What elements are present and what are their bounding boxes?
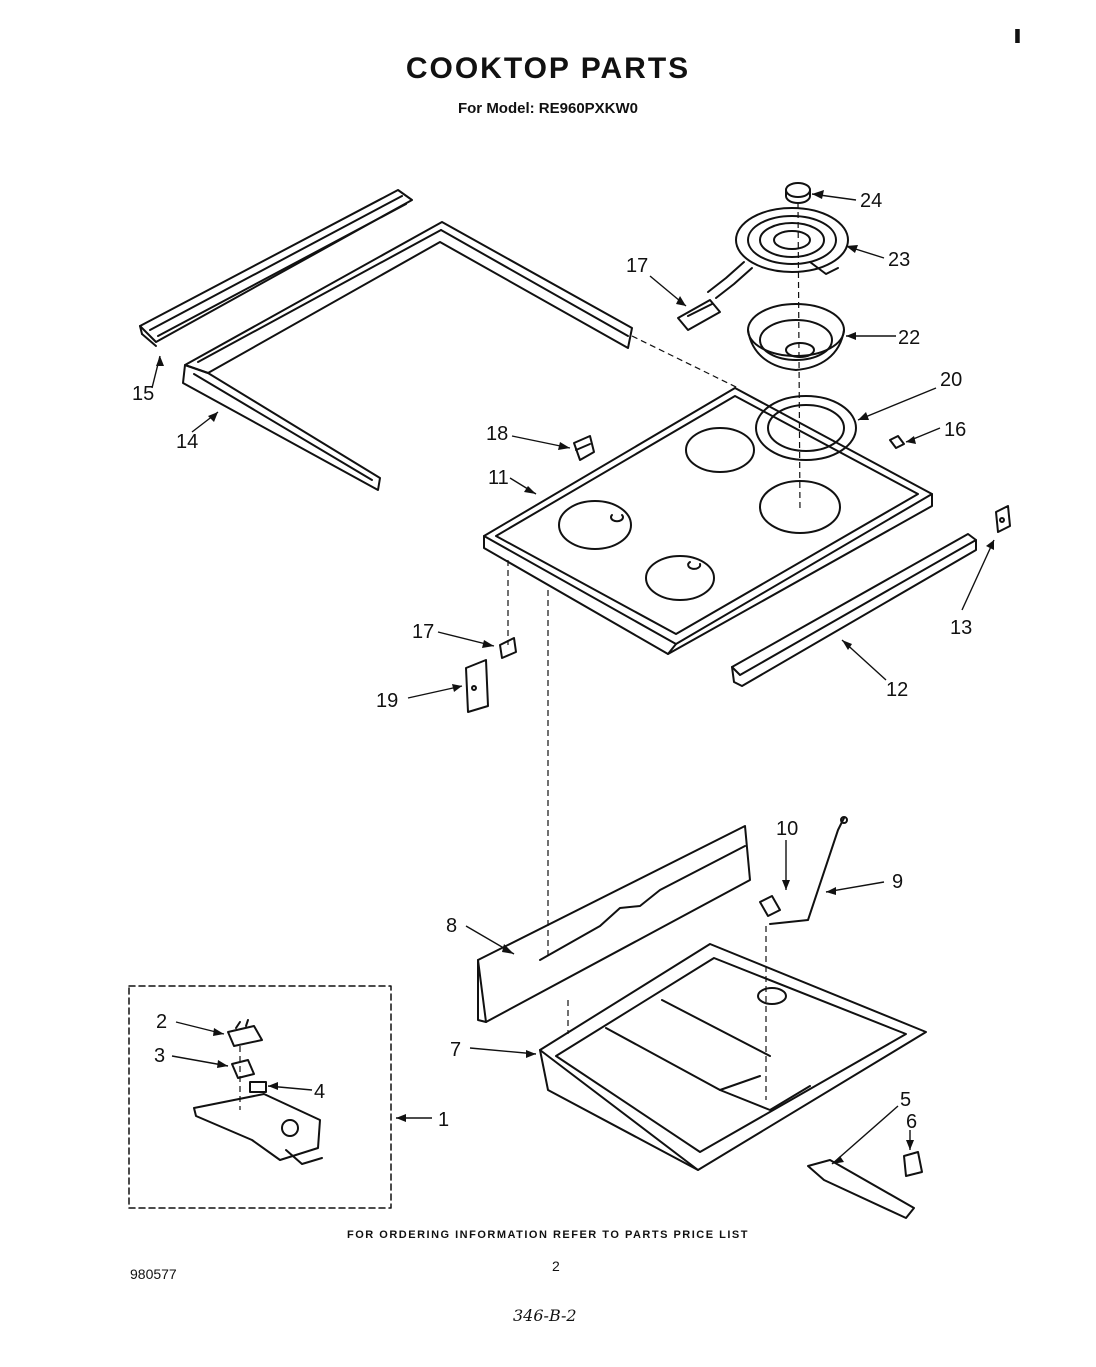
part-18-terminal-block — [677, 299, 721, 331]
callout-14: 14 — [176, 431, 198, 453]
callout-8: 8 — [446, 915, 457, 937]
part-13-bracket — [995, 505, 1011, 533]
part-16-clip — [889, 435, 905, 449]
part-5-strap — [807, 1159, 915, 1219]
callout-25: 24 — [860, 190, 882, 212]
part-23-drip-bowl — [747, 303, 845, 371]
part-17-bracket — [499, 637, 517, 659]
callout-labels: 24 23 17 22 20 16 18 11 15 14 13 12 17 1… — [132, 190, 972, 1133]
model-subtitle: For Model: RE960PXKW0 — [457, 100, 639, 117]
callout-19: 18 — [486, 423, 508, 445]
alignment-lines — [239, 201, 801, 1110]
callout-13: 13 — [950, 617, 972, 639]
handwritten-code: 346-B-2 — [513, 1306, 577, 1325]
callout-4: 4 — [314, 1081, 325, 1103]
part-6-block — [903, 1151, 923, 1177]
callout-17: 17 — [412, 621, 434, 643]
part-20-bracket — [465, 659, 489, 713]
arrowheads — [156, 190, 994, 1164]
part-22-trim-ring — [755, 395, 857, 461]
callout-10: 10 — [776, 818, 798, 840]
corner-mark: ı — [1013, 20, 1022, 50]
page-title: COOKTOP PARTS — [405, 52, 691, 85]
part-10-clip — [759, 895, 781, 917]
detail-box — [128, 985, 392, 1209]
callout-18: 17 — [626, 255, 648, 277]
document-number: 980577 — [130, 1266, 177, 1282]
callout-3: 3 — [154, 1045, 165, 1067]
callout-1: 1 — [438, 1109, 449, 1131]
part-3-plate — [231, 1059, 255, 1079]
callout-7: 7 — [450, 1039, 461, 1061]
callout-20: 19 — [376, 690, 398, 712]
callout-22: 20 — [940, 369, 962, 391]
callout-15: 15 — [132, 383, 154, 405]
callout-24: 23 — [888, 249, 910, 271]
part-9-rod — [769, 816, 848, 925]
part-14-frame — [182, 221, 633, 491]
callout-9: 9 — [892, 871, 903, 893]
part-25-cap — [785, 182, 811, 204]
part-7-pan — [539, 943, 927, 1171]
part-15-trim-strip — [139, 189, 413, 347]
page-number: 2 — [552, 1258, 560, 1274]
callout-12: 12 — [886, 679, 908, 701]
part-4-connector — [249, 1081, 267, 1093]
callout-5: 5 — [900, 1089, 911, 1111]
part-8-panel — [477, 825, 751, 1023]
ordering-note: FOR ORDERING INFORMATION REFER TO PARTS … — [347, 1229, 749, 1241]
part-12-side-trim — [731, 533, 977, 687]
part-24-surface-element — [707, 207, 849, 299]
callout-16: 16 — [944, 419, 966, 441]
callout-6: 6 — [906, 1111, 917, 1133]
part-19-clip — [573, 435, 595, 461]
part-2-switch — [227, 1019, 263, 1047]
part-11-cooktop — [483, 387, 933, 655]
callout-23: 22 — [898, 327, 920, 349]
part-1-assembly — [193, 1093, 323, 1165]
callout-2: 2 — [156, 1011, 167, 1033]
callout-11: 11 — [488, 467, 509, 489]
